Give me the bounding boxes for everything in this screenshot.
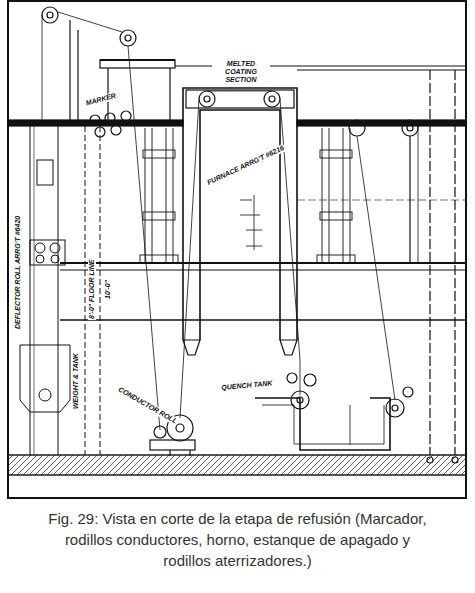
part-label: QUENCH TANK <box>220 379 274 392</box>
dimension-label: 10'-0" <box>104 279 112 300</box>
part-label: MARKER <box>84 92 118 108</box>
section-label: MELTED COATING SECTION <box>212 60 270 84</box>
part-label: CONDUCTOR ROLL <box>116 385 179 426</box>
part-label: DEFLECTOR ROLL ARRG'T #6420 <box>14 215 22 330</box>
part-label: WEIGHT & TANK <box>72 352 80 410</box>
caption: Fig. 29: Vista en corte de la etapa de r… <box>40 508 435 571</box>
dimension-label: 8'-0" FLOOR LINE <box>88 259 96 320</box>
part-label: FURNACE ARRG'T #6216 <box>205 144 286 188</box>
